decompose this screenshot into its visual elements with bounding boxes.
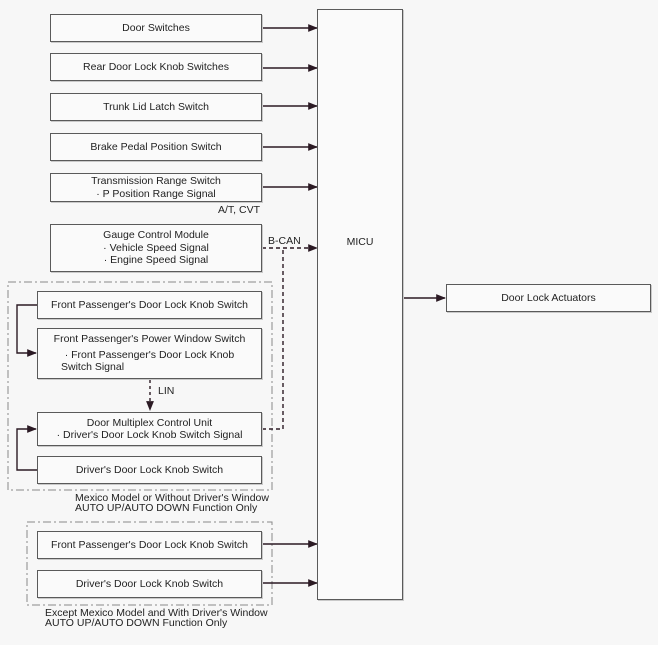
dmcu-title: Door Multiplex Control Unit [86,416,213,429]
trans-range-signal: · P Position Range Signal [96,187,216,200]
gauge-signal-1: · Vehicle Speed Signal [103,241,209,254]
arrow-dmcu-bcan [262,248,284,430]
trans-range-title: Transmission Range Switch [91,175,221,187]
lin-label: LIN [158,385,175,397]
g1-fp-knob-box: Front Passenger's Door Lock Knob Switch [37,291,262,319]
trunk-latch-box: Trunk Lid Latch Switch [50,93,262,121]
g1-fp-knob-label: Front Passenger's Door Lock Knob Switch [51,298,248,311]
g1-fp-window-signal-2: Switch Signal [61,361,125,374]
micu-box: MICU [317,9,403,600]
at-cvt-label: A/T, CVT [218,204,261,216]
micu-label: MICU [346,236,374,248]
rear-knob-box: Rear Door Lock Knob Switches [50,53,262,81]
brake-pedal-label: Brake Pedal Position Switch [90,140,222,153]
g1-fp-window-signal-1: · Front Passenger's Door Lock Knob [64,348,235,361]
g1-fp-window-title: Front Passenger's Power Window Switch [53,333,246,346]
dmcu-signal: · Driver's Door Lock Knob Switch Signal [56,429,243,441]
g2-caption-2: AUTO UP/AUTO DOWN Function Only [45,617,228,629]
g2-driver-knob-label: Driver's Door Lock Knob Switch [75,577,224,590]
door-switches-label: Door Switches [122,21,190,34]
g1-driver-knob-label: Driver's Door Lock Knob Switch [75,463,224,476]
trunk-latch-label: Trunk Lid Latch Switch [103,100,209,113]
door-switches-box: Door Switches [50,14,262,42]
g2-driver-knob-box: Driver's Door Lock Knob Switch [37,570,262,598]
bcan-label: B-CAN [268,235,301,247]
g2-fp-knob-label: Front Passenger's Door Lock Knob Switch [51,538,248,551]
arrow-fp-knob [16,304,37,357]
g1-driver-knob-box: Driver's Door Lock Knob Switch [37,456,262,484]
door-lock-actuators-label: Door Lock Actuators [501,291,596,304]
trans-range-box: Transmission Range Switch · P Position R… [50,173,262,202]
g1-caption-1: Mexico Model or Without Driver's Window [75,492,269,504]
g1-caption-2: AUTO UP/AUTO DOWN Function Only [75,502,258,514]
g2-fp-knob-box: Front Passenger's Door Lock Knob Switch [37,531,262,559]
gauge-module-box: Gauge Control Module · Vehicle Speed Sig… [50,224,262,272]
rear-knob-label: Rear Door Lock Knob Switches [83,60,229,73]
gauge-signal-2: · Engine Speed Signal [103,254,209,267]
g2-caption-1: Except Mexico Model and With Driver's Wi… [45,607,268,619]
g1-fp-window-box: Front Passenger's Power Window Switch · … [37,328,262,379]
arrow-driver-knob [16,425,37,471]
door-lock-actuators-box: Door Lock Actuators [446,284,651,312]
dmcu-box: Door Multiplex Control Unit · Driver's D… [37,412,262,446]
brake-pedal-box: Brake Pedal Position Switch [50,133,262,161]
gauge-module-title: Gauge Control Module [103,229,209,242]
